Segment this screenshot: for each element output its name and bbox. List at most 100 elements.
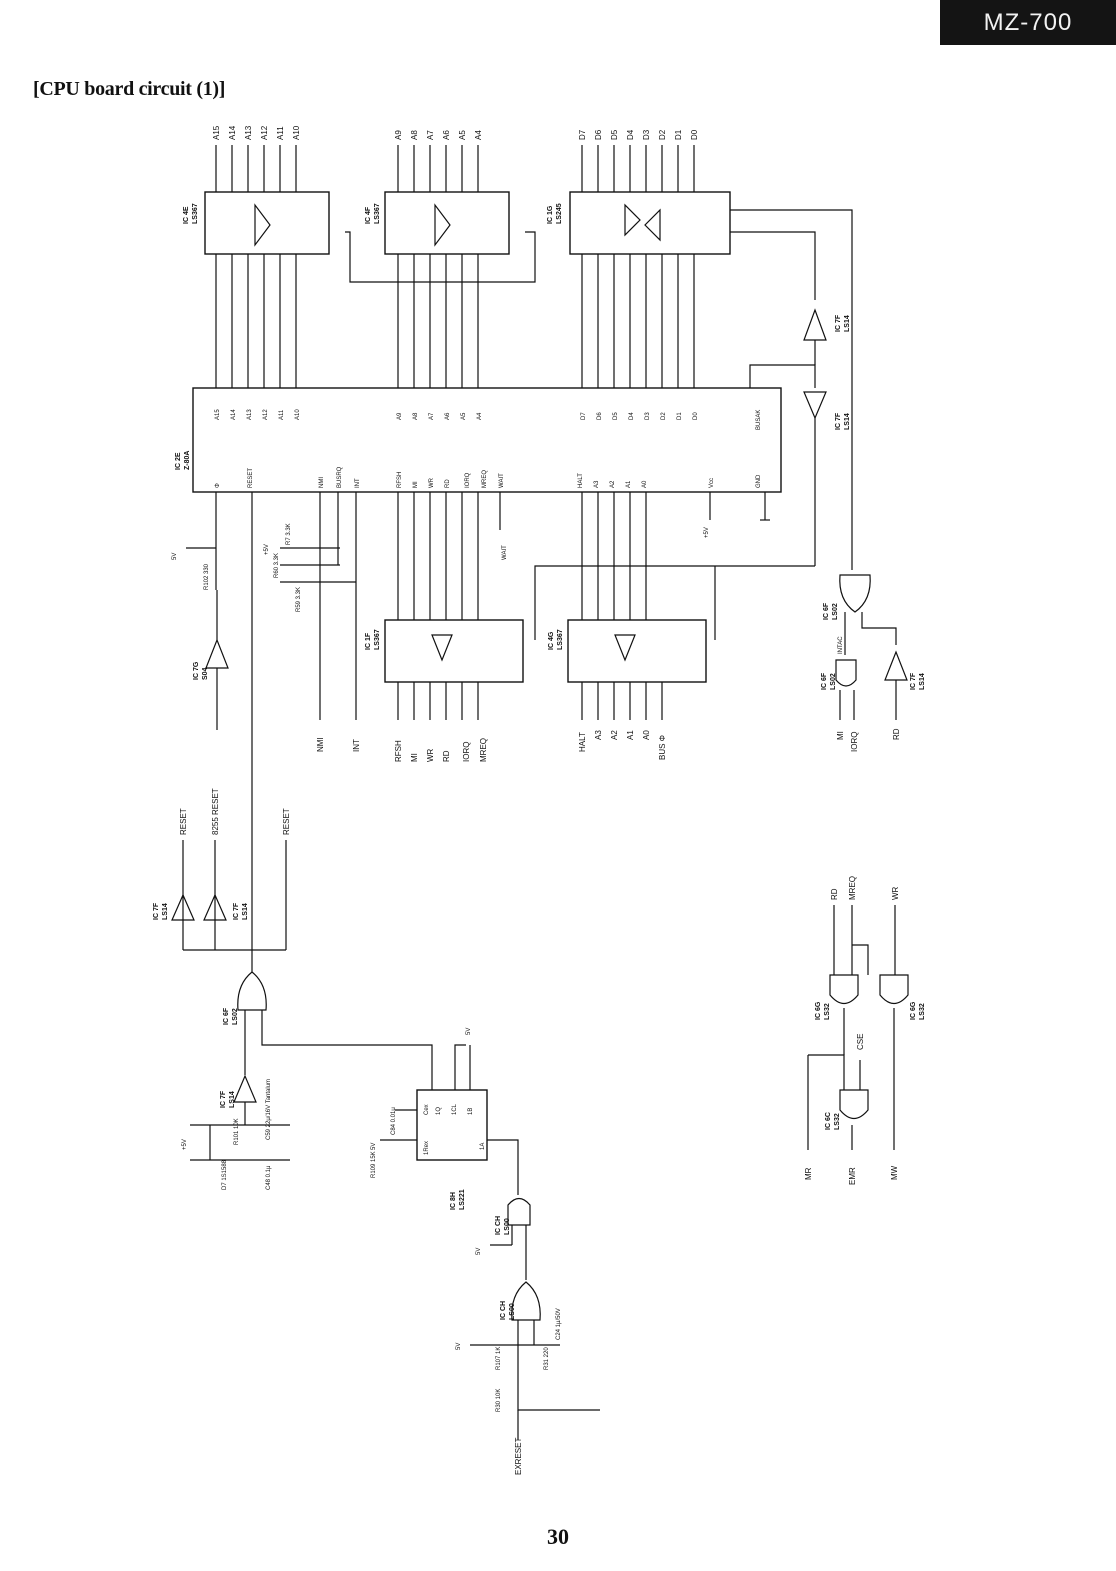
- intac-net-label: INTAC: [838, 636, 844, 654]
- cpu-designator: IC 2E: [175, 452, 182, 470]
- cpu-pin-halt: HALT: [578, 473, 584, 488]
- cpu-pin-a5: A5: [461, 412, 467, 420]
- inv-7f-d-part: LS14: [162, 903, 169, 920]
- inv-7f-f-part: LS14: [229, 1091, 236, 1108]
- cpu-pin-int: INT: [355, 478, 361, 488]
- cpu-pin-busrq: BUSRQ: [337, 466, 343, 488]
- nand-ch-b-part: LS00: [509, 1303, 516, 1320]
- nor-6f-c-part: LS02: [232, 1008, 239, 1025]
- nmi-input-label: NMI: [316, 737, 325, 752]
- addr-a14-out: A14: [228, 125, 237, 140]
- or-6g-a-part: LS32: [824, 1003, 831, 1020]
- inv-7f-c-part: LS14: [919, 673, 926, 690]
- cpu-pin-wait: WAIT: [499, 473, 505, 488]
- mem-out-emr: EMR: [848, 1167, 857, 1185]
- buffer-1g-designator: IC 1G: [547, 205, 554, 224]
- reset-out-2: RESET: [282, 808, 291, 835]
- mem-in-mreq: MREQ: [848, 876, 857, 900]
- or-6g-b-designator: IC 6G: [910, 1001, 917, 1020]
- monostable-designator: IC 8H: [450, 1192, 457, 1210]
- cpu-pin-iorq: IORQ: [465, 472, 471, 488]
- out-rd: RD: [442, 750, 451, 762]
- intac-rd-input: RD: [892, 728, 901, 740]
- nor-6f-a-part: LS02: [832, 603, 839, 620]
- cpu-pin-gnd: GND: [756, 474, 762, 488]
- cpu-pin-d5: D5: [613, 412, 619, 420]
- control-wires: +5V WAIT: [215, 492, 815, 960]
- c48-label: C48 0.1μ: [266, 1165, 272, 1190]
- nor-6f-a-designator: IC 6F: [823, 602, 830, 620]
- ls221-pin-cex: Cex: [424, 1104, 430, 1115]
- r60-label: R60 3.3K: [274, 553, 280, 578]
- or-6c-designator: IC 6C: [825, 1112, 832, 1130]
- inv-7f-b-designator: IC 7F: [835, 314, 842, 332]
- out-rfsh: RFSH: [394, 740, 403, 762]
- pullup-network: 5V +5V R102 330 R7 3.3K R60 3.3K R59 3.3…: [172, 523, 361, 752]
- ls221-pin-rex: 1Rex: [424, 1141, 430, 1155]
- data-d7-out: D7: [578, 129, 587, 140]
- data-d2-out: D2: [658, 129, 667, 140]
- out-halt: HALT: [578, 732, 587, 752]
- addr-a11-out: A11: [276, 126, 285, 140]
- d7-label: D7 1S1588: [222, 1159, 228, 1190]
- ls221-pin-1a: 1A: [480, 1143, 486, 1150]
- inv-7g-designator: IC 7G: [193, 661, 200, 680]
- exreset-network: 5V R107 1K R30 10K R31 220 C24 1μ/50V EX…: [456, 1308, 600, 1475]
- cpu-pin-mreq: MREQ: [482, 470, 488, 488]
- addr-a6-out: A6: [442, 130, 451, 140]
- out-a1: A1: [626, 730, 635, 740]
- nor-6f-b-part: LS02: [830, 673, 837, 690]
- cpu-pin-a7: A7: [429, 412, 435, 420]
- data-d3-out: D3: [642, 129, 651, 140]
- inv-7g-part: S04: [202, 667, 209, 680]
- data-d0-out: D0: [690, 129, 699, 140]
- address-bus-lo: A9 A8 A7 A6 A5 A4: [394, 130, 483, 192]
- cpu-pin-d3: D3: [645, 412, 651, 420]
- wait-input-label: WAIT: [502, 545, 508, 560]
- cpu-pin-d4: D4: [629, 412, 635, 420]
- or-6g-a-designator: IC 6G: [815, 1001, 822, 1020]
- buffer-1f-part: LS367: [374, 629, 381, 650]
- nor-6f-c-designator: IC 6F: [223, 1007, 230, 1025]
- out-bus-phi: BUS Φ: [658, 735, 667, 760]
- cpu-pin-a14: A14: [231, 409, 237, 420]
- cpu-pin-a11: A11: [279, 409, 285, 420]
- addr-a9-out: A9: [394, 130, 403, 140]
- out-iorq: IORQ: [462, 742, 471, 762]
- out-a0: A0: [642, 730, 651, 740]
- c84-label: C84 0.01μ: [391, 1107, 397, 1135]
- cpu-pin-mi: MI: [413, 481, 419, 488]
- cpu-pin-reset: RESET: [248, 468, 254, 488]
- addr-a13-out: A13: [244, 125, 253, 140]
- r31-label: R31 220: [544, 1347, 550, 1370]
- buffer-1g-part: LS245: [556, 203, 563, 224]
- cpu-pin-a2: A2: [610, 480, 616, 488]
- c59-label: C59 22μ/16V Tantalum: [266, 1079, 272, 1140]
- data-d1-out: D1: [674, 129, 683, 140]
- r30-label: R30 10K: [496, 1389, 502, 1412]
- page-title: [CPU board circuit (1)]: [33, 78, 226, 100]
- intac-iorq-input: IORQ: [850, 732, 859, 752]
- buffer-4f-designator: IC 4F: [365, 206, 372, 224]
- supply-5v-label: 5V: [172, 553, 178, 560]
- cpu-pin-phi: Φ: [215, 483, 221, 488]
- buffer-4f-part: LS367: [374, 203, 381, 224]
- buffer-4g-part: LS367: [557, 629, 564, 650]
- r109-label: R109 15K: [371, 1151, 377, 1178]
- exreset-input-label: EXRESET: [514, 1438, 523, 1475]
- monostable-part: LS221: [459, 1189, 466, 1210]
- nand-ch-b-designator: IC CH: [500, 1301, 507, 1320]
- ls221-5v-label: 5V: [466, 1028, 472, 1035]
- cpu-pin-d6: D6: [597, 412, 603, 420]
- addr-a7-out: A7: [426, 130, 435, 140]
- address-bus-hi: A15 A14 A13 A12 A11 A10: [212, 125, 301, 192]
- cse-label: CSE: [856, 1034, 865, 1050]
- cpu-pin-d2: D2: [661, 412, 667, 420]
- inv-7f-a-part: LS14: [844, 413, 851, 430]
